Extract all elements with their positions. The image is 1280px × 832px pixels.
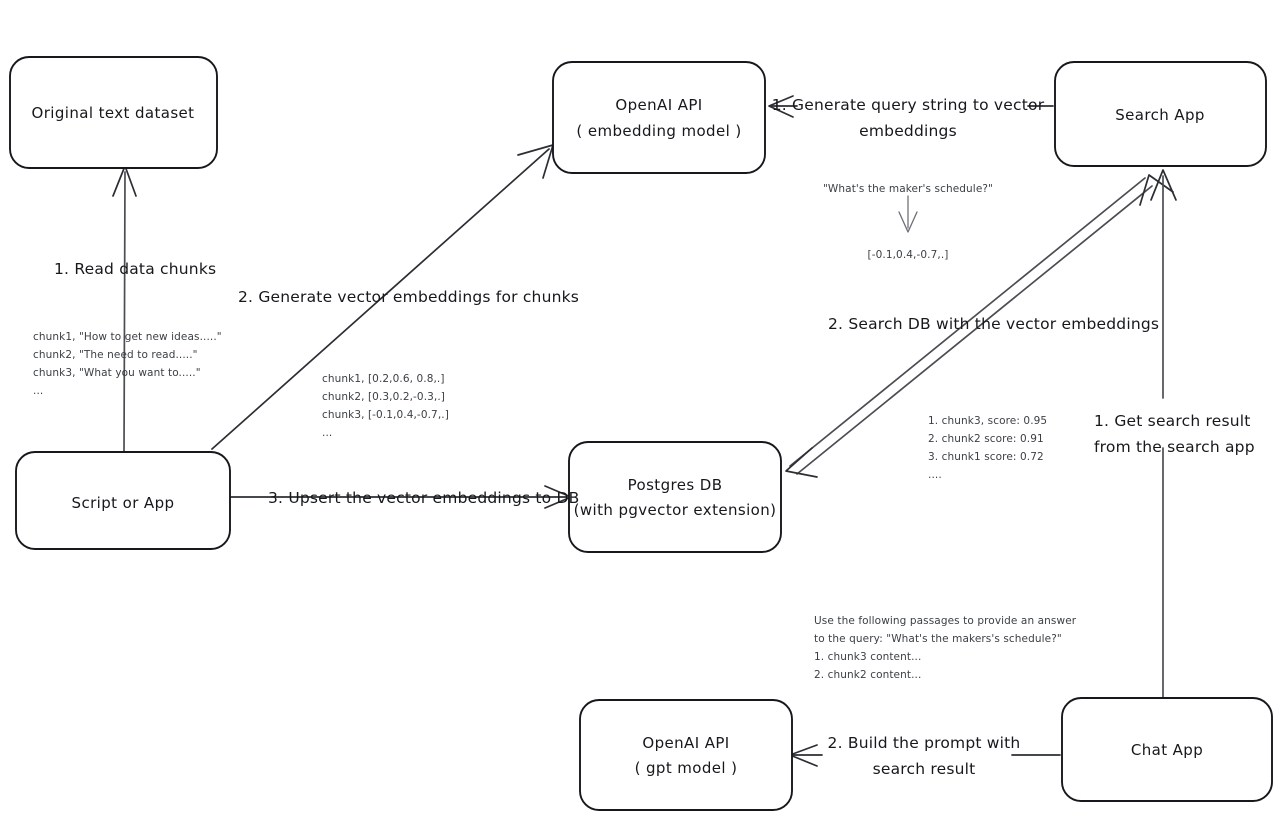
node-label-postgres-db-line2: (with pgvector extension) xyxy=(574,501,777,519)
note-embeddings-line-4: ... xyxy=(322,427,332,439)
note-chunks-line-3: chunk3, "What you want to....." xyxy=(33,367,201,379)
node-label-search-app: Search App xyxy=(1115,106,1205,124)
node-postgres-db[interactable]: Postgres DB (with pgvector extension) xyxy=(568,441,782,553)
node-label-openai-embedding-line2: ( embedding model ) xyxy=(576,122,741,140)
note-embeddings-line-3: chunk3, [-0.1,0.4,-0.7,.] xyxy=(322,409,449,421)
node-original-text-dataset[interactable]: Original text dataset xyxy=(9,56,218,169)
label-get-search-result-line2: from the search app xyxy=(1094,438,1255,456)
note-prompt-sample: Use the following passages to provide an… xyxy=(814,615,1077,681)
label-generate-query-string-line2: embeddings xyxy=(859,122,957,140)
note-chunks-line-2: chunk2, "The need to read....." xyxy=(33,349,198,361)
node-label-original-text-dataset: Original text dataset xyxy=(32,104,195,122)
edge-read-data-chunks xyxy=(112,165,137,456)
edge-query-to-vector xyxy=(898,195,918,233)
node-openai-api-embedding[interactable]: OpenAI API ( embedding model ) xyxy=(552,61,766,174)
note-prompt-line-1: Use the following passages to provide an… xyxy=(814,615,1077,627)
note-search-result-line-2: 2. chunk2 score: 0.91 xyxy=(928,433,1044,445)
node-label-openai-gpt-line1: OpenAI API xyxy=(642,734,729,752)
note-embeddings-line-2: chunk2, [0.3,0.2,-0.3,.] xyxy=(322,391,445,403)
label-generate-vector-embeddings: 2. Generate vector embeddings for chunks xyxy=(238,288,579,306)
edge-search-db xyxy=(785,174,1174,478)
label-search-db: 2. Search DB with the vector embeddings xyxy=(828,315,1159,333)
note-search-results: 1. chunk3, score: 0.95 2. chunk2 score: … xyxy=(928,415,1047,481)
node-label-chat-app: Chat App xyxy=(1131,741,1203,759)
node-openai-api-gpt[interactable]: OpenAI API ( gpt model ) xyxy=(579,699,793,811)
label-get-search-result-line1: 1. Get search result xyxy=(1094,412,1251,430)
note-query-vector: [-0.1,0.4,-0.7,.] xyxy=(868,249,949,261)
node-label-script-or-app: Script or App xyxy=(72,494,175,512)
label-read-data-chunks: 1. Read data chunks xyxy=(54,260,216,278)
node-script-or-app[interactable]: Script or App xyxy=(15,451,231,550)
label-build-prompt-line2: search result xyxy=(873,760,976,778)
note-prompt-line-2: to the query: "What's the makers's sched… xyxy=(814,633,1062,645)
label-build-prompt-line1: 2. Build the prompt with xyxy=(828,734,1021,752)
node-search-app[interactable]: Search App xyxy=(1054,61,1267,167)
note-query-string: "What's the maker's schedule?" xyxy=(823,183,993,195)
node-label-openai-embedding-line1: OpenAI API xyxy=(615,96,702,114)
edge-get-search-result xyxy=(1150,169,1177,701)
note-embeddings-line-1: chunk1, [0.2,0.6, 0.8,.] xyxy=(322,373,445,385)
node-label-openai-gpt-line2: ( gpt model ) xyxy=(635,759,738,777)
note-prompt-line-4: 2. chunk2 content... xyxy=(814,669,921,681)
label-generate-query-string-line1: 1. Generate query string to vector xyxy=(772,96,1045,114)
note-search-result-line-1: 1. chunk3, score: 0.95 xyxy=(928,415,1047,427)
label-upsert-embeddings: 3. Upsert the vector embeddings to DB xyxy=(268,489,579,507)
note-chunks-line-1: chunk1, "How to get new ideas....." xyxy=(33,331,222,343)
note-prompt-line-3: 1. chunk3 content... xyxy=(814,651,921,663)
note-embeddings-sample: chunk1, [0.2,0.6, 0.8,.] chunk2, [0.3,0.… xyxy=(322,373,449,439)
node-label-postgres-db-line1: Postgres DB xyxy=(628,476,723,494)
note-search-result-line-3: 3. chunk1 score: 0.72 xyxy=(928,451,1044,463)
edge-generate-query-string xyxy=(768,95,1054,118)
note-chunks-line-4: ... xyxy=(33,385,43,397)
node-chat-app[interactable]: Chat App xyxy=(1061,697,1273,802)
note-search-result-line-4: .... xyxy=(928,469,942,481)
note-chunks-sample: chunk1, "How to get new ideas....." chun… xyxy=(33,331,222,397)
